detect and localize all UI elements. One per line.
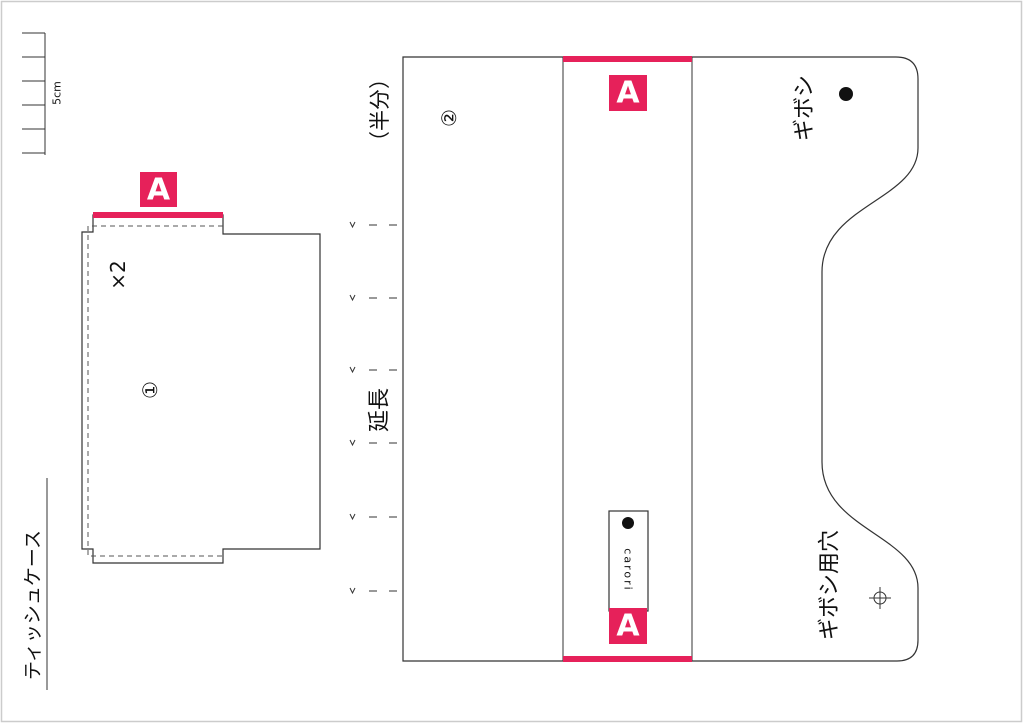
page-title: ティッシュケース	[22, 530, 44, 680]
piece-1-a-badge	[140, 172, 177, 207]
brand-tag: carori	[608, 510, 649, 612]
extension-mark	[349, 294, 397, 302]
extension-mark	[349, 587, 397, 595]
piece-2-outline	[402, 56, 919, 662]
brand-dot-icon	[622, 517, 634, 529]
piece-2-number: ②	[437, 109, 461, 127]
piece-2: A carori A ② ギボシ ギボシ用穴	[402, 56, 919, 662]
piece-2-a-badge-top	[609, 75, 647, 111]
extend-note: 延長	[368, 388, 393, 432]
piece-2-a-badge-bottom	[609, 608, 647, 644]
brand-name: carori	[622, 548, 635, 591]
snap-label: ギボシ	[793, 75, 818, 141]
half-note: （半分）	[368, 68, 392, 152]
scale-label: 5cm	[51, 81, 64, 105]
snap-dot-icon	[839, 87, 853, 101]
piece-2-a-label-top: A	[616, 76, 640, 111]
piece-1-quantity: ×2	[106, 260, 130, 289]
extension-mark	[349, 439, 397, 447]
extension-marks	[349, 221, 397, 595]
piece-1-seam-line	[87, 225, 223, 557]
snap-hole-label: ギボシ用穴	[818, 530, 843, 640]
extension-mark	[349, 221, 397, 229]
piece-1: A ×2 ①	[81, 172, 321, 564]
extension-mark	[349, 366, 397, 374]
crosshair-icon	[869, 587, 891, 609]
piece-1-outline	[81, 214, 321, 564]
piece-2-a-label-bottom: A	[616, 609, 640, 644]
piece-1-number: ①	[138, 381, 162, 399]
scale-ruler	[22, 32, 46, 155]
piece-1-a-label: A	[147, 173, 171, 208]
extension-mark	[349, 513, 397, 521]
